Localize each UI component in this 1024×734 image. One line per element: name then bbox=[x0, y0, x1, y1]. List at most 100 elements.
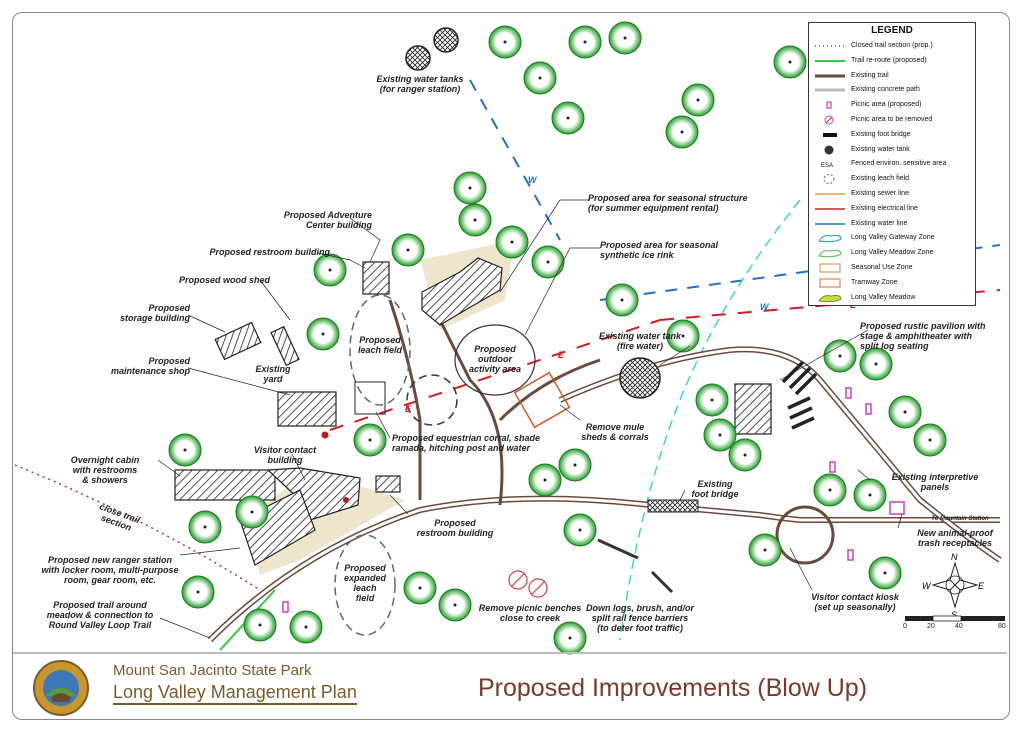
compass-n: N bbox=[951, 552, 958, 562]
foot-bridge bbox=[647, 499, 699, 513]
tree-icon bbox=[773, 45, 807, 79]
storage-building bbox=[214, 321, 262, 361]
legend-item: Existing trail bbox=[813, 70, 973, 82]
legend-label: Existing water tank bbox=[851, 145, 910, 153]
legend-label: Picnic area (proposed) bbox=[851, 101, 922, 109]
tree-icon bbox=[306, 317, 340, 351]
tree-icon bbox=[868, 556, 902, 590]
legend-label: Long Valley Meadow bbox=[851, 293, 916, 301]
plan-name: Long Valley Management Plan bbox=[113, 682, 357, 705]
tree-icon bbox=[823, 339, 857, 373]
legend-symbol bbox=[823, 174, 835, 185]
electric-marker-1: E bbox=[405, 404, 412, 414]
label-expanded-leach-field: Proposed expanded leach field bbox=[343, 563, 386, 603]
label-visitor-contact-building: Visitor contact building bbox=[253, 445, 317, 465]
legend-symbol bbox=[818, 235, 842, 243]
tree-icon bbox=[666, 319, 700, 353]
closed-trail-section bbox=[14, 464, 261, 591]
restroom-building-bottom bbox=[375, 475, 401, 493]
legend-symbol bbox=[818, 250, 842, 258]
wood-shed bbox=[270, 325, 300, 367]
tree-icon bbox=[188, 510, 222, 544]
legend-label: Long Valley Gateway Zone bbox=[851, 234, 935, 242]
label-seasonal-structure: Proposed area for seasonal structure (fo… bbox=[588, 193, 748, 213]
tree-icon bbox=[523, 61, 557, 95]
legend-symbol bbox=[819, 278, 841, 288]
legend-symbol bbox=[815, 222, 845, 225]
label-remove-picnic-benches: Remove picnic benches close to creek bbox=[478, 603, 582, 623]
tree-icon bbox=[528, 463, 562, 497]
legend-item: Closed trail section (prop.) bbox=[813, 40, 973, 52]
seasonal-use-zone bbox=[245, 470, 405, 575]
label-equestrian-corral: Proposed equestrian corral, shade ramada… bbox=[392, 433, 541, 453]
trees bbox=[168, 21, 947, 655]
label-ice-rink: Proposed area for seasonal synthetic ice… bbox=[600, 240, 719, 260]
legend-symbol bbox=[815, 45, 845, 47]
legend-symbol bbox=[815, 88, 845, 92]
label-down-logs: Down logs, brush, and/or split rail fenc… bbox=[586, 603, 694, 633]
label-wood-shed: Proposed wood shed bbox=[178, 275, 270, 285]
legend-label: Tramway Zone bbox=[851, 278, 898, 286]
label-to-mountain-station: To Mountain Station bbox=[931, 516, 989, 522]
tree-icon bbox=[665, 115, 699, 149]
svg-text:ESA: ESA bbox=[821, 163, 833, 169]
legend-label: Fenced environ. sensitive area bbox=[851, 160, 947, 168]
legend-label: Existing sewer line bbox=[851, 190, 909, 197]
legend-label: Seasonal Use Zone bbox=[851, 264, 913, 271]
legend-label: Existing leach field bbox=[851, 175, 909, 183]
legend-label: Closed trail section (prop.) bbox=[851, 42, 933, 49]
label-restroom-building-bottom: Proposed restroom building bbox=[416, 518, 494, 538]
legend-item: Existing leach field bbox=[813, 173, 973, 185]
tree-icon bbox=[181, 575, 215, 609]
leader-lines bbox=[157, 199, 903, 639]
tree-icon bbox=[531, 245, 565, 279]
legend-symbol bbox=[815, 59, 845, 62]
label-adventure-center: Proposed Adventure Center building bbox=[283, 210, 372, 230]
label-visitor-contact-kiosk: Visitor contact kiosk (set up seasonally… bbox=[811, 592, 899, 612]
compass-rose bbox=[931, 561, 979, 609]
compass-s: S bbox=[951, 610, 957, 620]
remove-mule-sheds bbox=[513, 371, 571, 429]
tree-icon bbox=[488, 25, 522, 59]
scale-tick-20: 20 bbox=[927, 623, 935, 630]
footer: Mount San Jacinto State Park Long Valley… bbox=[13, 652, 1007, 720]
label-rustic-pavilion: Proposed rustic pavilion with stage & am… bbox=[860, 321, 986, 351]
water-tank-fire bbox=[619, 357, 661, 399]
corral-outline bbox=[354, 381, 386, 415]
water-marker-2: W bbox=[760, 302, 770, 312]
legend-item: Existing sewer line bbox=[813, 188, 973, 200]
tree-icon bbox=[563, 513, 597, 547]
legend-item: Picnic area (proposed) bbox=[813, 99, 973, 111]
tree-icon bbox=[605, 283, 639, 317]
restroom-building-top bbox=[362, 261, 390, 295]
tree-icon bbox=[313, 253, 347, 287]
tree-icon bbox=[888, 395, 922, 429]
map-frame bbox=[12, 12, 1010, 720]
label-water-tanks-ranger: Existing water tanks (for ranger station… bbox=[376, 74, 464, 94]
legend-symbol bbox=[815, 193, 845, 195]
tree-icon bbox=[859, 347, 893, 381]
tree-icon bbox=[558, 448, 592, 482]
trail-to-rink bbox=[498, 358, 601, 422]
legend: LEGEND Closed trail section (prop.) Trail… bbox=[808, 22, 976, 306]
leach-field-marker bbox=[321, 431, 329, 439]
legend-symbol bbox=[823, 132, 837, 137]
corral-circle bbox=[406, 374, 458, 426]
electric-marker-2: E bbox=[558, 350, 565, 360]
water-tank-ranger-2 bbox=[433, 27, 459, 53]
picnic-areas bbox=[282, 387, 905, 613]
legend-label: Trail re-route (proposed) bbox=[851, 56, 927, 64]
label-trail-around-meadow: Proposed trail around meadow & connectio… bbox=[46, 600, 154, 630]
scale-bar: 0 20 40 80 bbox=[903, 615, 1006, 630]
compass-w: W bbox=[922, 581, 932, 591]
legend-item: Existing foot bridge bbox=[813, 129, 973, 141]
legend-title: LEGEND bbox=[871, 25, 913, 36]
label-remove-mule-sheds: Remove mule sheds & corrals bbox=[581, 422, 649, 442]
legend-label: Existing trail bbox=[851, 71, 889, 79]
tree-icon bbox=[438, 588, 472, 622]
tree-icon bbox=[695, 383, 729, 417]
scale-tick-40: 40 bbox=[955, 623, 963, 630]
legend-label: Existing concrete path bbox=[851, 86, 920, 94]
leach-field-dot-2 bbox=[343, 497, 349, 503]
